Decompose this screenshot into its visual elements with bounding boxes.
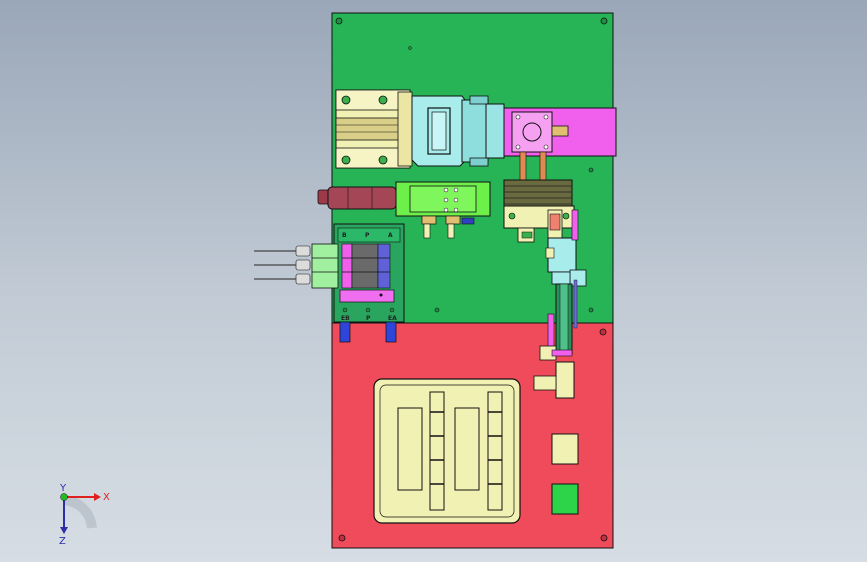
valve-port-label-b: B [342,232,347,239]
fixture-tray[interactable] [373,378,521,524]
green-valve-block[interactable] [395,181,491,239]
green-button[interactable] [551,483,579,515]
valve-port-label-ea: EA [388,315,397,322]
slide-cylinder-block[interactable] [335,89,413,169]
valve-port-label-p-bottom: P [366,315,371,322]
axis-y-label: Y [59,483,67,494]
axis-z-label: Z [59,536,66,547]
axis-origin [60,493,68,501]
tray-slot-dividers [430,411,502,485]
magenta-bracket[interactable] [503,107,617,183]
valve-fittings[interactable] [254,243,339,289]
gripper-body[interactable] [411,95,505,167]
axis-x-label: X [103,492,110,503]
pale-yellow-button[interactable] [551,433,579,465]
valve-manifold[interactable]: B P A EB P EA [333,223,405,343]
valve-port-label-eb: EB [341,315,350,322]
valve-port-label-a: A [388,232,393,239]
axis-triad: X Y Z [59,483,110,547]
valve-port-label-p-top: P [365,232,370,239]
vertical-cylinder[interactable] [533,209,587,399]
piston-rod[interactable] [317,186,397,210]
